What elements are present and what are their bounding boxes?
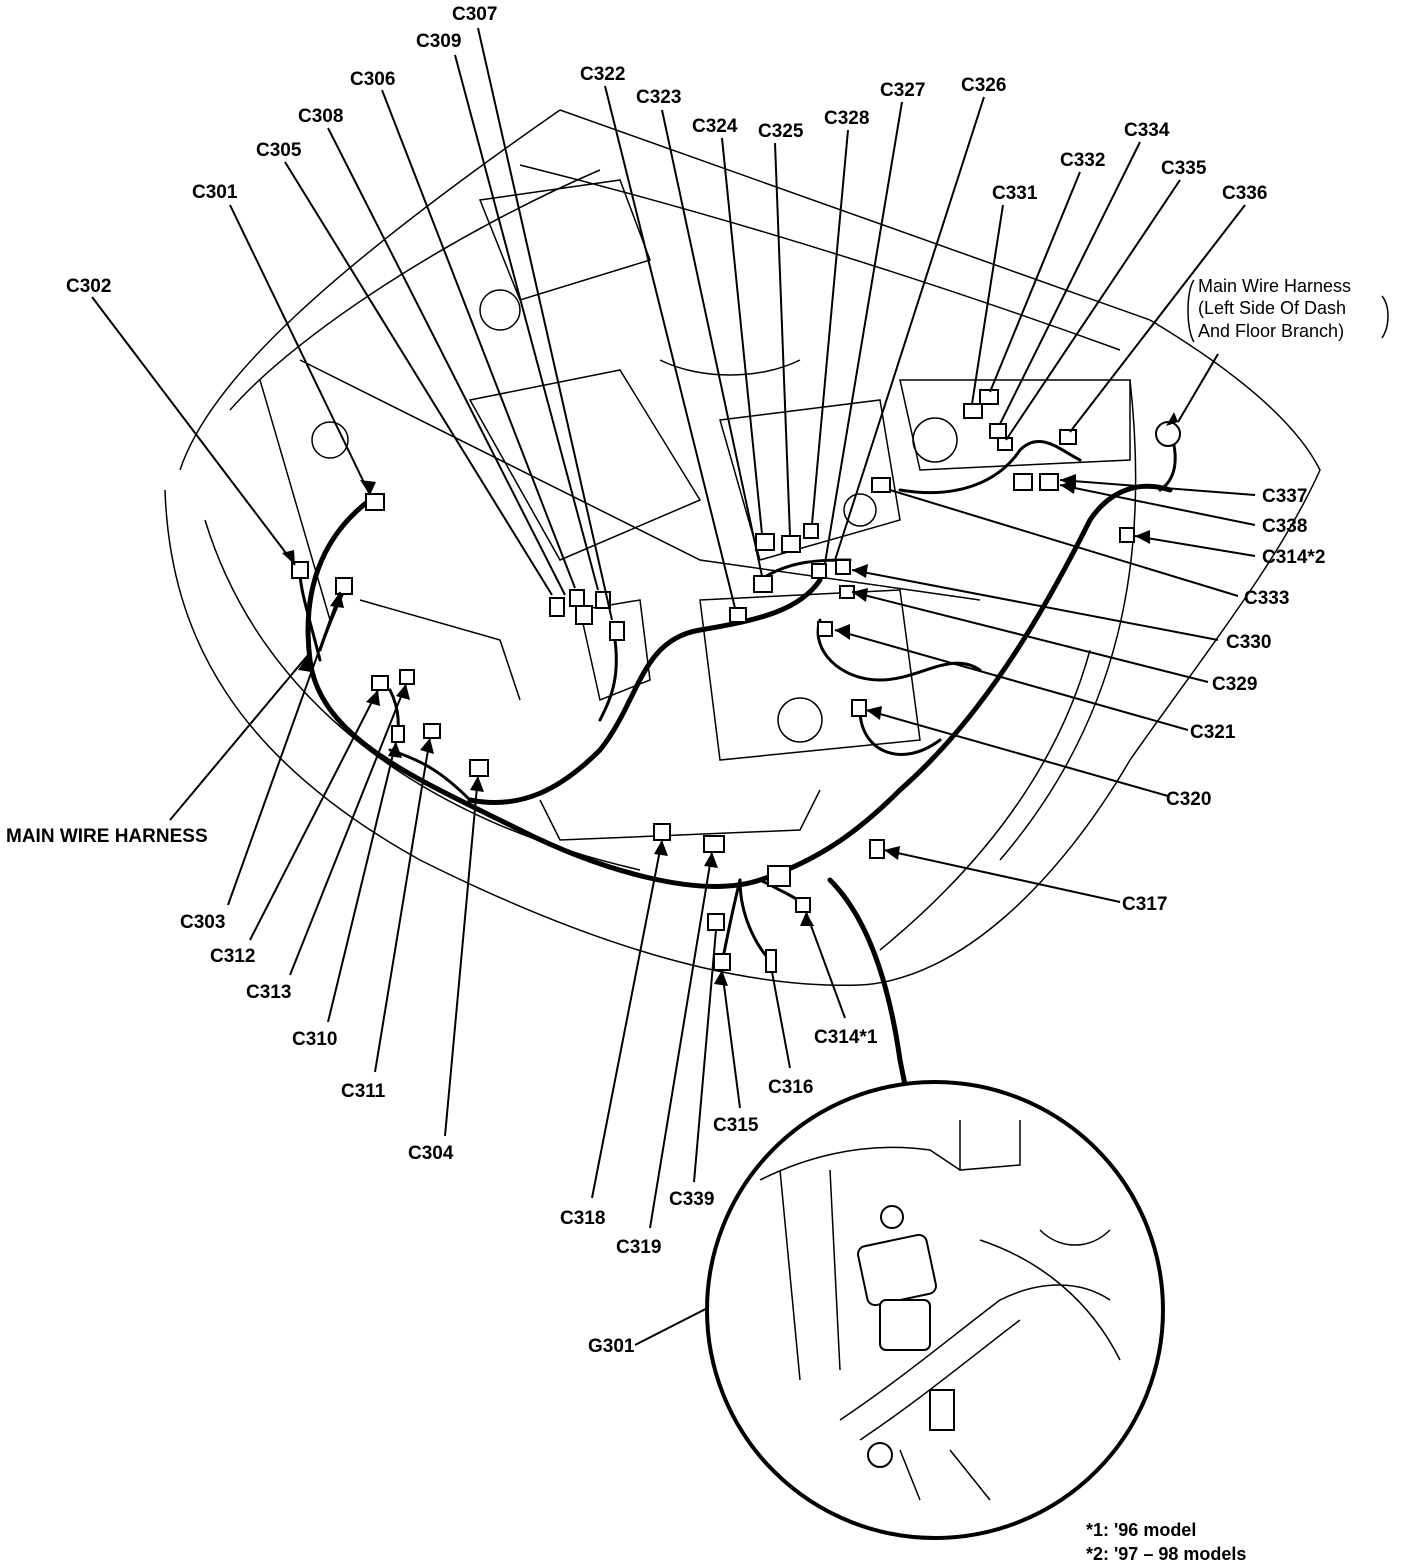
label-c329: C329 (1212, 674, 1257, 695)
leader-lines (91, 27, 1256, 1346)
label-c312: C312 (210, 946, 255, 967)
label-c301: C301 (192, 182, 238, 203)
label-c321: C321 (1190, 722, 1236, 743)
label-c334: C334 (1124, 120, 1170, 141)
label-c313: C313 (246, 982, 291, 1003)
label-c335: C335 (1161, 158, 1207, 179)
label-c309: C309 (416, 31, 461, 52)
label-c303: C303 (180, 912, 225, 933)
label-c325: C325 (758, 121, 804, 142)
label-c326: C326 (961, 75, 1006, 96)
label-c304: C304 (408, 1143, 454, 1164)
label-c338: C338 (1262, 516, 1307, 537)
label-c332: C332 (1060, 150, 1105, 171)
label-c330: C330 (1226, 632, 1271, 653)
label-c327: C327 (880, 80, 925, 101)
label-c310: C310 (292, 1029, 337, 1050)
vehicle-outline (164, 109, 1321, 987)
label-c339: C339 (669, 1189, 714, 1210)
footnote-2: *2: '97 – 98 models (1086, 1544, 1246, 1564)
arrowheads (282, 412, 1178, 1222)
harness-callout: Main Wire Harness (Left Side Of Dash And… (1187, 276, 1389, 343)
ground-detail-inset (705, 1080, 1165, 1540)
callout-line-2: (Left Side Of Dash (1198, 298, 1346, 318)
label-c317: C317 (1122, 894, 1167, 915)
label-c315: C315 (713, 1115, 759, 1136)
label-c306: C306 (350, 69, 395, 90)
footnote-1: *1: '96 model (1086, 1520, 1196, 1540)
label-c324: C324 (692, 116, 738, 137)
label-c311: C311 (341, 1081, 386, 1102)
connectors (291, 389, 1181, 973)
label-c319: C319 (616, 1237, 661, 1258)
label-c308: C308 (298, 106, 343, 127)
footnotes: *1: '96 model *2: '97 – 98 models (1086, 1520, 1246, 1564)
label-c333: C333 (1244, 588, 1289, 609)
label-c336: C336 (1222, 183, 1267, 204)
label-c323: C323 (636, 87, 681, 108)
label-c314-2: C314*2 (1262, 547, 1325, 568)
label-c337: C337 (1262, 486, 1307, 507)
label-c331: C331 (992, 183, 1038, 204)
label-c316: C316 (768, 1077, 813, 1098)
label-c307: C307 (452, 4, 497, 25)
label-c314-1: C314*1 (814, 1027, 878, 1048)
connector-labels: C307 C309 C306 C308 C305 C301 C302 C322 … (6, 4, 1325, 1357)
label-c305: C305 (256, 140, 302, 161)
callout-line-3: And Floor Branch) (1198, 321, 1344, 341)
label-c320: C320 (1166, 789, 1211, 810)
label-c328: C328 (824, 108, 869, 129)
label-c302: C302 (66, 276, 111, 297)
callout-line-1: Main Wire Harness (1198, 276, 1351, 296)
label-c322: C322 (580, 64, 625, 85)
label-main-wire-harness: MAIN WIRE HARNESS (6, 826, 208, 847)
label-c318: C318 (560, 1208, 605, 1229)
label-g301: G301 (588, 1336, 635, 1357)
